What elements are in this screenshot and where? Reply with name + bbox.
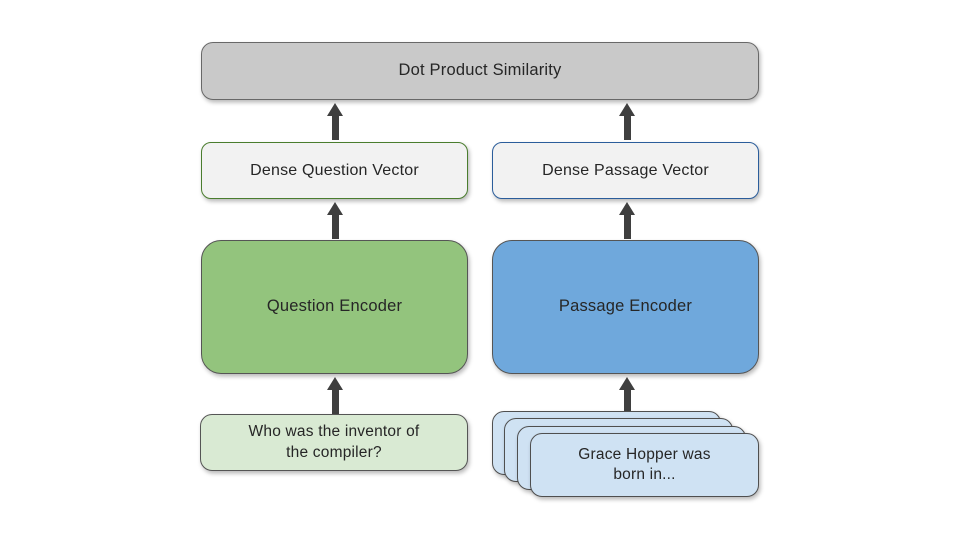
arrow-stem — [331, 116, 339, 140]
arrow-up-icon — [619, 377, 635, 414]
arrow-head — [327, 202, 343, 215]
dot-product-similarity-box: Dot Product Similarity — [201, 42, 759, 100]
arrow-up-icon — [327, 377, 343, 414]
dense-question-vector-box: Dense Question Vector — [201, 142, 468, 199]
arrow-stem — [331, 390, 339, 414]
arrow-stem — [623, 215, 631, 239]
passage-encoder-box: Passage Encoder — [492, 240, 759, 374]
arrow-head — [327, 103, 343, 116]
arrow-up-icon — [619, 103, 635, 140]
arrow-head — [619, 377, 635, 390]
arrow-head — [619, 103, 635, 116]
arrow-head — [619, 202, 635, 215]
arrow-up-icon — [327, 103, 343, 140]
arrow-stem — [623, 116, 631, 140]
question-encoder-box: Question Encoder — [201, 240, 468, 374]
passage-card-front: Grace Hopper was born in... — [530, 433, 759, 497]
question-input-box: Who was the inventor of the compiler? — [200, 414, 468, 471]
dense-passage-vector-box: Dense Passage Vector — [492, 142, 759, 199]
arrow-stem — [331, 215, 339, 239]
arrow-stem — [623, 390, 631, 414]
arrow-head — [327, 377, 343, 390]
arrow-up-icon — [619, 202, 635, 239]
arrow-up-icon — [327, 202, 343, 239]
